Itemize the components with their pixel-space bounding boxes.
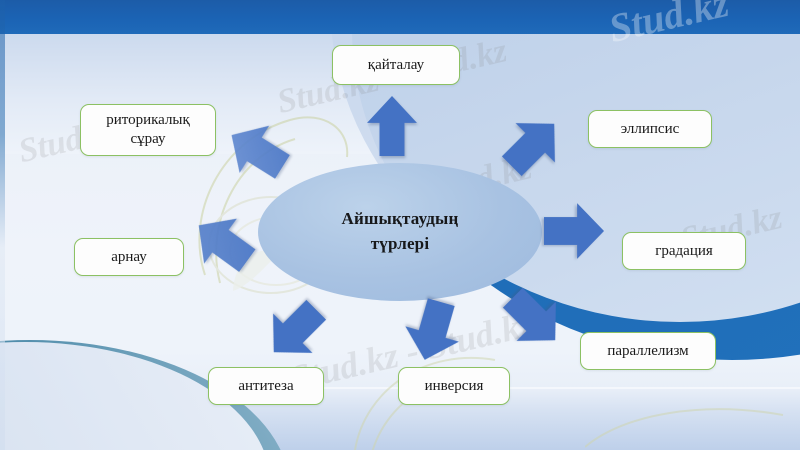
node-label-text: инверсия <box>424 377 484 394</box>
node-label-antiteza[interactable]: антитеза <box>208 367 324 405</box>
arrow-up-left-ritorikalyk <box>215 110 298 192</box>
node-label-text: арнау <box>111 248 147 265</box>
center-node-label-line1: Айшықтаудың <box>341 209 459 229</box>
node-label-text: қайталау <box>367 56 425 73</box>
arrow-left-arnau <box>181 201 265 284</box>
arrow-up-kaitalau <box>366 95 418 157</box>
node-label-gradatsiya[interactable]: градация <box>622 232 746 270</box>
node-label-line1: риторикалық <box>106 112 190 129</box>
node-label-text: риторикалық сұрау <box>106 111 190 149</box>
background-left-edge <box>0 0 5 450</box>
arrow-down-right-parallelizm <box>492 277 577 362</box>
node-label-line2: сұрау <box>130 131 166 147</box>
node-label-arnau[interactable]: арнау <box>74 238 184 276</box>
arrow-up-right-ellipsis <box>491 103 576 188</box>
arrow-down-left-antiteza <box>253 289 338 374</box>
background-top-band <box>0 0 800 34</box>
node-label-text: параллелизм <box>607 342 689 359</box>
center-node-label: Айшықтаудың түрлері <box>342 207 459 256</box>
center-node-label-line2: түрлері <box>370 234 430 253</box>
center-node-ellipse: Айшықтаудың түрлері <box>258 163 542 301</box>
node-label-kaitalau[interactable]: қайталау <box>332 45 460 85</box>
node-label-ellipsis[interactable]: эллипсис <box>588 110 712 148</box>
arrow-down-inversiya <box>397 293 470 369</box>
node-label-inversiya[interactable]: инверсия <box>398 367 510 405</box>
node-label-parallelizm[interactable]: параллелизм <box>580 332 716 370</box>
node-label-ritorikalyk[interactable]: риторикалық сұрау <box>80 104 216 156</box>
arrow-right-gradatsiya <box>543 202 605 260</box>
node-label-text: антитеза <box>238 377 294 394</box>
node-label-text: градация <box>655 242 713 259</box>
node-label-text: эллипсис <box>620 120 680 137</box>
